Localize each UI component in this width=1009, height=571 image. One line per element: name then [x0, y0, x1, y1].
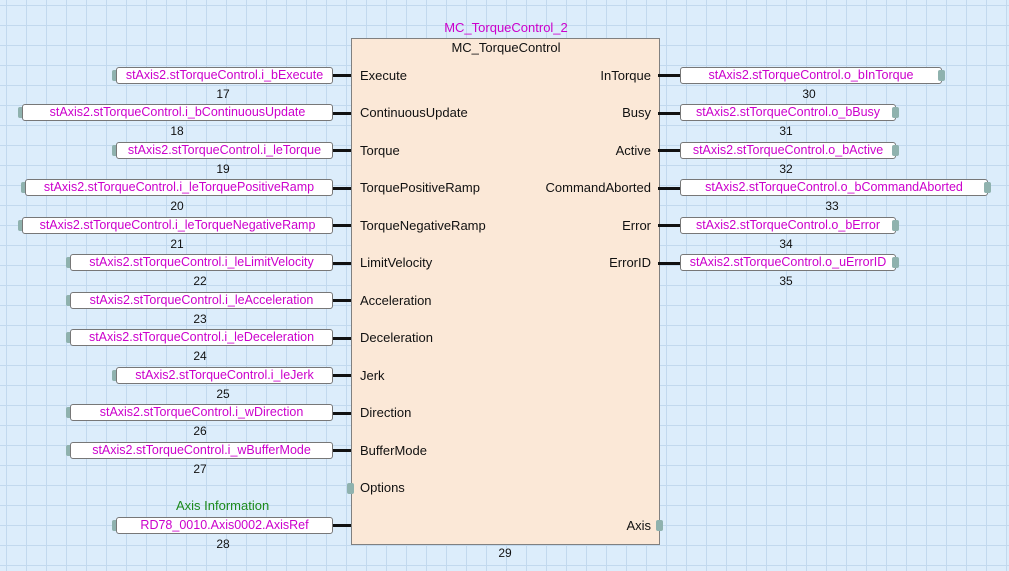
continuous-update-connector[interactable] [18, 107, 25, 118]
pin-error-id: ErrorID [609, 255, 651, 270]
torque-connector[interactable] [112, 145, 119, 156]
pin-options-connector[interactable] [347, 483, 354, 494]
pin-deceleration: Deceleration [360, 330, 433, 345]
pin-options: Options [360, 480, 405, 495]
pin-buffer-mode: BufferMode [360, 443, 427, 458]
step-number-buffer-mode: 27 [193, 462, 207, 476]
pin-in-torque: InTorque [600, 68, 651, 83]
wire-error-id [658, 262, 680, 265]
var-in-torque[interactable]: stAxis2.stTorqueControl.o_bInTorque [680, 67, 942, 84]
var-torque[interactable]: stAxis2.stTorqueControl.i_leTorque [116, 142, 333, 159]
var-limit-velocity[interactable]: stAxis2.stTorqueControl.i_leLimitVelocit… [70, 254, 333, 271]
wire-acceleration [331, 299, 351, 302]
wire-torque [331, 149, 351, 152]
buffer-mode-connector[interactable] [66, 445, 73, 456]
pin-axis-output-connector[interactable] [656, 520, 663, 531]
var-buffer-mode[interactable]: stAxis2.stTorqueControl.i_wBufferMode [70, 442, 333, 459]
pin-active: Active [615, 143, 651, 158]
direction-connector[interactable] [66, 407, 73, 418]
deceleration-connector[interactable] [66, 332, 73, 343]
step-number-in-torque: 30 [802, 87, 816, 101]
pin-limit-velocity: LimitVelocity [360, 255, 433, 270]
command-aborted-connector[interactable] [984, 182, 991, 193]
pin-continuous-update: ContinuousUpdate [360, 105, 468, 120]
var-busy[interactable]: stAxis2.stTorqueControl.o_bBusy [680, 104, 896, 121]
wire-limit-velocity [331, 262, 351, 265]
pin-acceleration: Acceleration [360, 293, 432, 308]
pin-direction: Direction [360, 405, 412, 420]
step-number-torque-positive-ramp: 20 [170, 199, 184, 213]
wire-torque-negative-ramp [331, 224, 351, 227]
step-number-command-aborted: 33 [825, 199, 839, 213]
var-continuous-update[interactable]: stAxis2.stTorqueControl.i_bContinuousUpd… [22, 104, 333, 121]
var-axis-ref[interactable]: RD78_0010.Axis0002.AxisRef [116, 517, 333, 534]
limit-velocity-connector[interactable] [66, 257, 73, 268]
wire-execute [331, 74, 351, 77]
axis-input-connector[interactable] [112, 520, 119, 531]
wire-deceleration [331, 337, 351, 340]
pin-torque: Torque [360, 143, 400, 158]
wire-active [658, 149, 680, 152]
var-deceleration[interactable]: stAxis2.stTorqueControl.i_leDeceleration [70, 329, 333, 346]
pin-error: Error [622, 218, 651, 233]
step-number-execute: 17 [216, 87, 230, 101]
step-number-busy: 31 [779, 124, 793, 138]
var-error-id[interactable]: stAxis2.stTorqueControl.o_uErrorID [680, 254, 896, 271]
wire-in-torque [658, 74, 680, 77]
wire-jerk [331, 374, 351, 377]
block-step-number: 29 [498, 546, 512, 560]
fb-instance-name[interactable]: MC_TorqueControl_2 [444, 20, 568, 35]
var-active[interactable]: stAxis2.stTorqueControl.o_bActive [680, 142, 896, 159]
step-number-jerk: 25 [216, 387, 230, 401]
wire-buffer-mode [331, 449, 351, 452]
step-number-torque-negative-ramp: 21 [170, 237, 184, 251]
pin-busy: Busy [622, 105, 651, 120]
torque-negative-ramp-connector[interactable] [18, 220, 25, 231]
error-connector[interactable] [892, 220, 899, 231]
step-number-continuous-update: 18 [170, 124, 184, 138]
pin-axis: Axis [626, 518, 651, 533]
wire-direction [331, 412, 351, 415]
step-number-deceleration: 24 [193, 349, 207, 363]
wire-error [658, 224, 680, 227]
in-torque-connector[interactable] [938, 70, 945, 81]
pin-torque-positive-ramp: TorquePositiveRamp [360, 180, 480, 195]
step-number-limit-velocity: 22 [193, 274, 207, 288]
pin-execute: Execute [360, 68, 407, 83]
wire-axis-input [331, 524, 351, 527]
axis-comment: Axis Information [176, 498, 270, 513]
var-jerk[interactable]: stAxis2.stTorqueControl.i_leJerk [116, 367, 333, 384]
busy-connector[interactable] [892, 107, 899, 118]
active-connector[interactable] [892, 145, 899, 156]
wire-continuous-update [331, 112, 351, 115]
function-block[interactable] [351, 38, 660, 545]
var-torque-negative-ramp[interactable]: stAxis2.stTorqueControl.i_leTorqueNegati… [22, 217, 333, 234]
wire-torque-positive-ramp [331, 187, 351, 190]
var-error[interactable]: stAxis2.stTorqueControl.o_bError [680, 217, 896, 234]
step-number-error-id: 35 [779, 274, 793, 288]
pin-torque-negative-ramp: TorqueNegativeRamp [360, 218, 486, 233]
error-id-connector[interactable] [892, 257, 899, 268]
pin-jerk: Jerk [360, 368, 385, 383]
var-acceleration[interactable]: stAxis2.stTorqueControl.i_leAcceleration [70, 292, 333, 309]
execute-connector[interactable] [112, 70, 119, 81]
torque-positive-ramp-connector[interactable] [21, 182, 28, 193]
var-command-aborted[interactable]: stAxis2.stTorqueControl.o_bCommandAborte… [680, 179, 988, 196]
step-number-torque: 19 [216, 162, 230, 176]
pin-command-aborted: CommandAborted [545, 180, 652, 195]
var-execute[interactable]: stAxis2.stTorqueControl.i_bExecute [116, 67, 333, 84]
wire-busy [658, 112, 680, 115]
var-direction[interactable]: stAxis2.stTorqueControl.i_wDirection [70, 404, 333, 421]
step-number-error: 34 [779, 237, 793, 251]
jerk-connector[interactable] [112, 370, 119, 381]
step-number-active: 32 [779, 162, 793, 176]
wire-command-aborted [658, 187, 680, 190]
acceleration-connector[interactable] [66, 295, 73, 306]
fb-type-name: MC_TorqueControl [451, 40, 561, 55]
step-number-direction: 26 [193, 424, 207, 438]
step-number-acceleration: 23 [193, 312, 207, 326]
var-torque-positive-ramp[interactable]: stAxis2.stTorqueControl.i_leTorquePositi… [25, 179, 333, 196]
step-number-axis: 28 [216, 537, 230, 551]
